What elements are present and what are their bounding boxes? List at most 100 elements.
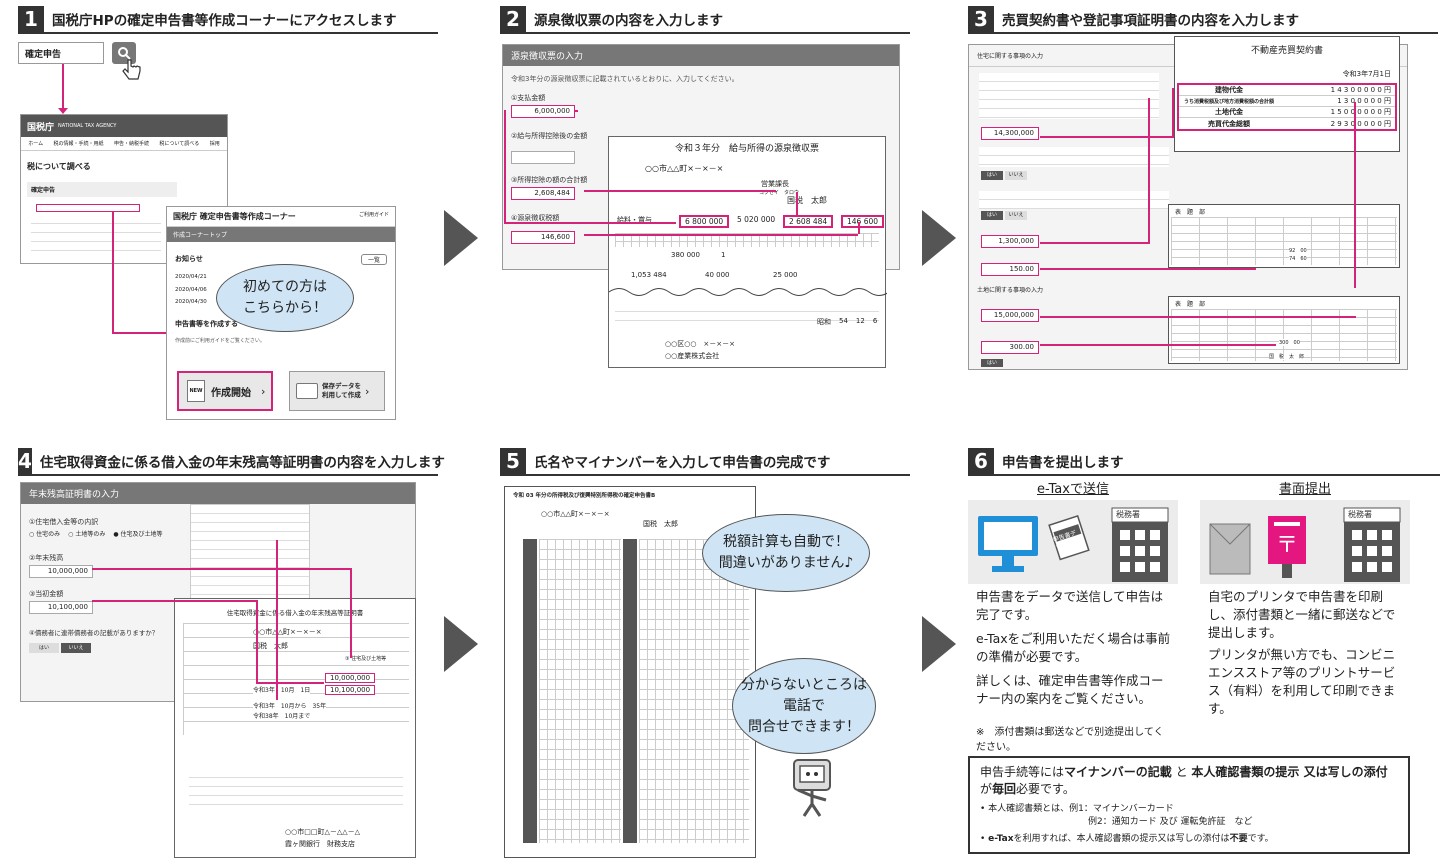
etax-title: e-Taxで送信 — [1037, 482, 1109, 497]
nav-info[interactable]: 税の情報・手続・用紙 — [53, 141, 104, 147]
registry-owner: 国 税 太 郎 — [1269, 353, 1305, 360]
q4-no-button[interactable]: いいえ — [61, 643, 91, 653]
nav-recruit[interactable]: 採用 — [209, 141, 220, 147]
after-deduction-input[interactable] — [511, 151, 575, 164]
step2-number: 2 — [500, 6, 526, 32]
no-button[interactable]: いいえ — [1005, 171, 1027, 180]
yes-button[interactable]: はい — [981, 171, 1003, 180]
year-end-form-title: 年末残高証明書の入力 — [21, 483, 415, 504]
etax-text-2: e-Taxをご利用いただく場合は事前の準備が必要です。 — [976, 631, 1171, 665]
opt-land-label: 土地等のみ — [75, 531, 106, 538]
folder-icon — [296, 383, 318, 399]
building-price-input[interactable]: 14,300,000 — [981, 127, 1039, 140]
slip-title: 令和３年分 給与所得の源泉徴収票 — [674, 144, 819, 154]
step3-number: 3 — [968, 6, 994, 32]
withholding-intro: 令和3年分の源泉徴収票に記載されているとおりに、入力してください。 — [511, 75, 739, 83]
saved-data-button[interactable]: 保存データを 利用して作成 › — [289, 371, 385, 411]
step2-header: 2 源泉徴収票の内容を入力します — [500, 6, 910, 34]
nav-procedure[interactable]: 申告・納税手続 — [113, 141, 149, 147]
slip-row3-c: 25 000 — [773, 271, 798, 279]
yes-button-3[interactable]: はい — [981, 359, 1003, 367]
no-button-2[interactable]: いいえ — [1005, 211, 1027, 220]
etax-note: ※ 添付書類は郵送などで別途提出してください。 — [976, 727, 1164, 753]
corner-help-link[interactable]: ご利用ガイド — [358, 212, 389, 218]
field2-label: ②給与所得控除後の金額 — [511, 132, 588, 140]
step4-number: 4 — [18, 448, 32, 474]
year-end-certificate: 住宅取得資金に係る借入金の年末残高等証明書 ○○市△△町×－×－× 国税 太郎 … — [174, 598, 416, 858]
opt-both[interactable]: ● 住宅及び土地等 — [113, 531, 163, 538]
floor-area-input[interactable]: 150.00 — [981, 263, 1039, 276]
birth-year: 54 — [839, 317, 848, 325]
chevron-right-icon: › — [365, 384, 370, 398]
corner-title: 国税庁 確定申告書等作成コーナー ご利用ガイド — [167, 207, 395, 227]
slip-amount-3: 2 608 484 — [783, 215, 834, 228]
etax-illustration: 申告書データ 税務署 — [968, 500, 1178, 584]
step1-header: 1 国税庁HPの確定申告書等作成コーナーにアクセスします — [18, 6, 438, 34]
nav-home[interactable]: ホーム — [28, 141, 44, 147]
opt-house-label: 住宅のみ — [36, 531, 61, 538]
paper-title: 書面提出 — [1278, 482, 1331, 497]
start-button[interactable]: NEW 作成開始 › — [177, 371, 273, 411]
row-label: 建物代金 — [1215, 86, 1243, 94]
slip-row3-a: 1,053 484 — [631, 271, 667, 279]
step6-header: 6 申告書を提出します — [968, 448, 1440, 476]
cert-balance: 10,000,000 — [325, 673, 376, 683]
note-item-text: を利用すれば、本人確認書類の提示又は写しの添付は — [1013, 833, 1230, 844]
step3-header: 3 売買契約書や登記事項証明書の内容を入力します — [968, 6, 1438, 34]
nta-nav: ホーム 税の情報・手続・用紙 申告・納税手続 税について調べる 採用 — [21, 137, 227, 151]
corner-title-text: 国税庁 確定申告書等作成コーナー — [173, 212, 296, 221]
mynumber-note: 申告手続等にはマイナンバーの記載 と 本人確認書類の提示 又は写しの添付 が毎回… — [968, 756, 1410, 854]
saved-label: 保存データを 利用して作成 — [322, 382, 361, 400]
etax-text-1: 申告書をデータで送信して申告は完了です。 — [976, 589, 1164, 623]
step2-title: 源泉徴収票の内容を入力します — [534, 13, 723, 29]
search-input[interactable]: 確定申告 — [18, 42, 104, 64]
initial-amount-input[interactable]: 10,100,000 — [29, 601, 93, 614]
bubble-b-line-1: 分からないところは — [741, 676, 867, 693]
tax-amount-input[interactable]: 1,300,000 — [981, 235, 1039, 248]
note-item-1: • 本人確認書類とは、例1：マイナンバーカード — [980, 803, 1174, 814]
new-doc-icon: NEW — [187, 380, 205, 402]
step6-title: 申告書を提出します — [1002, 455, 1124, 471]
registry-area-1: 92 00 — [1289, 247, 1307, 254]
nav-research[interactable]: 税について調べる — [159, 141, 200, 147]
slip-payer-name: ○○産業株式会社 — [665, 352, 720, 360]
office-label: 税務署 — [1116, 510, 1140, 519]
balance-input[interactable]: 10,000,000 — [29, 565, 93, 578]
note-item-3: • e-Taxを利用すれば、本人確認書類の提示又は写しの添付は不要です。 — [980, 833, 1274, 844]
yes-button-2[interactable]: はい — [981, 211, 1003, 220]
notice-list-button[interactable]: 一覧 — [360, 254, 387, 265]
withholding-form-title: 源泉徴収票の入力 — [503, 45, 899, 66]
payment-input[interactable]: 6,000,000 — [511, 105, 575, 118]
q4-yes-button[interactable]: はい — [29, 643, 59, 653]
create-heading: 申告書等を作成する — [175, 319, 238, 328]
land-area-input[interactable]: 300.00 — [981, 341, 1039, 354]
land-price-input[interactable]: 15,000,000 — [981, 309, 1039, 322]
note-item-2: 例2：通知カード 及び 運転免許証 など — [980, 816, 1398, 829]
cert-initial: 10,100,000 — [325, 685, 376, 695]
registry-title: 表 題 部 — [1175, 301, 1206, 308]
note-bold: マイナンバーの記載 — [1064, 765, 1172, 779]
envelope-icon — [1209, 523, 1251, 575]
step2-panel: 2 源泉徴収票の内容を入力します 源泉徴収票の入力 令和3年分の源泉徴収票に記載… — [500, 6, 910, 426]
tax-withheld-input[interactable]: 146,600 — [511, 231, 575, 244]
data-document-icon — [1048, 514, 1090, 561]
slip-kind: 給料・賞与 — [617, 216, 652, 224]
q3-label: ③当初金額 — [29, 590, 64, 598]
return-name: 国税 太郎 — [643, 520, 678, 528]
step1-panel: 1 国税庁HPの確定申告書等作成コーナーにアクセスします 確定申告 国税庁 NA… — [18, 6, 438, 426]
opt-house[interactable]: ○ 住宅のみ — [29, 531, 61, 538]
return-form-label: 令和 03 年分の所得税及び復興特別所得税の確定申告書B — [513, 493, 656, 499]
bubble-line-1: 初めての方は — [243, 279, 327, 295]
deduction-total-input[interactable]: 2,608,484 — [511, 187, 575, 200]
notice-dates: 2020/04/21 2020/04/06 2020/04/30 — [167, 265, 395, 309]
search-button[interactable] — [112, 42, 136, 64]
cert-period-2: 令和38年 10月まで — [253, 711, 311, 720]
slip-kana: コクゼイ タロウ — [759, 190, 800, 196]
corner-top-bar: 作成コーナートップ — [167, 227, 395, 242]
step5-title: 氏名やマイナンバーを入力して申告書の完成です — [534, 455, 831, 471]
field1-label: ①支払金額 — [511, 94, 546, 102]
row-label: うち消費税額及び地方消費税額の合計額 — [1183, 98, 1274, 105]
cert-title: 住宅取得資金に係る借入金の年末残高等証明書 — [226, 609, 364, 617]
opt-land[interactable]: ○ 土地等のみ — [68, 531, 106, 538]
